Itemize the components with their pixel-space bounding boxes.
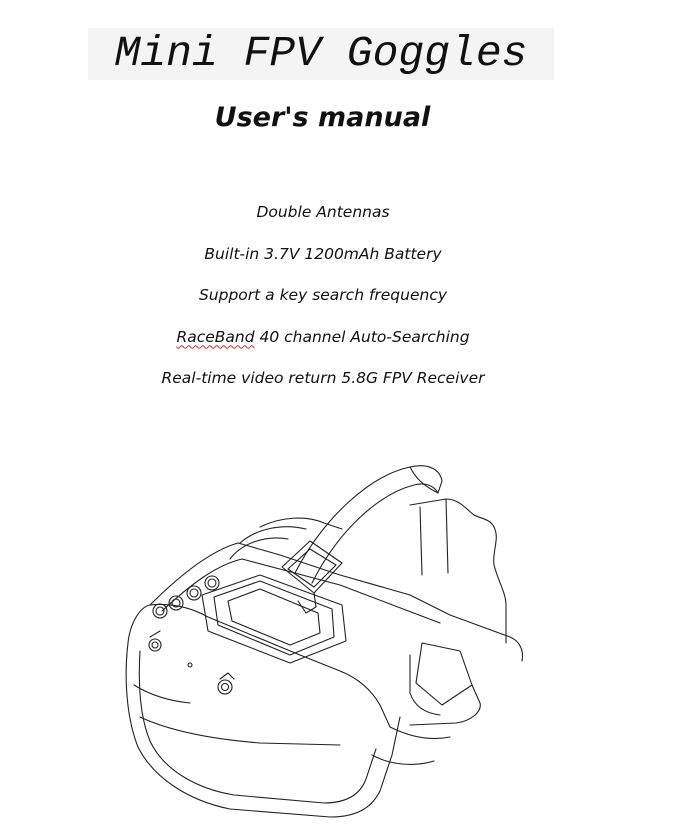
- feature-item: RaceBand 40 channel Auto-Searching: [0, 323, 646, 365]
- feature-item: Real-time video return 5.8G FPV Receiver: [0, 364, 646, 406]
- feature-item: Built-in 3.7V 1200mAh Battery: [0, 240, 646, 282]
- feature-item: Support a key search frequency: [0, 281, 646, 323]
- feature-text: Double Antennas: [256, 203, 390, 221]
- feature-text: Support a key search frequency: [198, 286, 448, 304]
- feature-item: Double Antennas: [0, 198, 646, 240]
- fpv-goggles-icon: [110, 455, 540, 825]
- document-subtitle: User's manual: [214, 102, 431, 133]
- document-title: Mini FPV Goggles: [114, 29, 528, 78]
- feature-list: Double Antennas Built-in 3.7V 1200mAh Ba…: [0, 198, 646, 406]
- feature-lead: RaceBand: [176, 327, 255, 346]
- feature-text: Real-time video return 5.8G FPV Receiver: [161, 369, 485, 387]
- feature-text: 40 channel Auto-Searching: [254, 327, 470, 346]
- feature-text: Built-in 3.7V 1200mAh Battery: [204, 244, 442, 263]
- title-banner: Mini FPV Goggles: [88, 28, 554, 80]
